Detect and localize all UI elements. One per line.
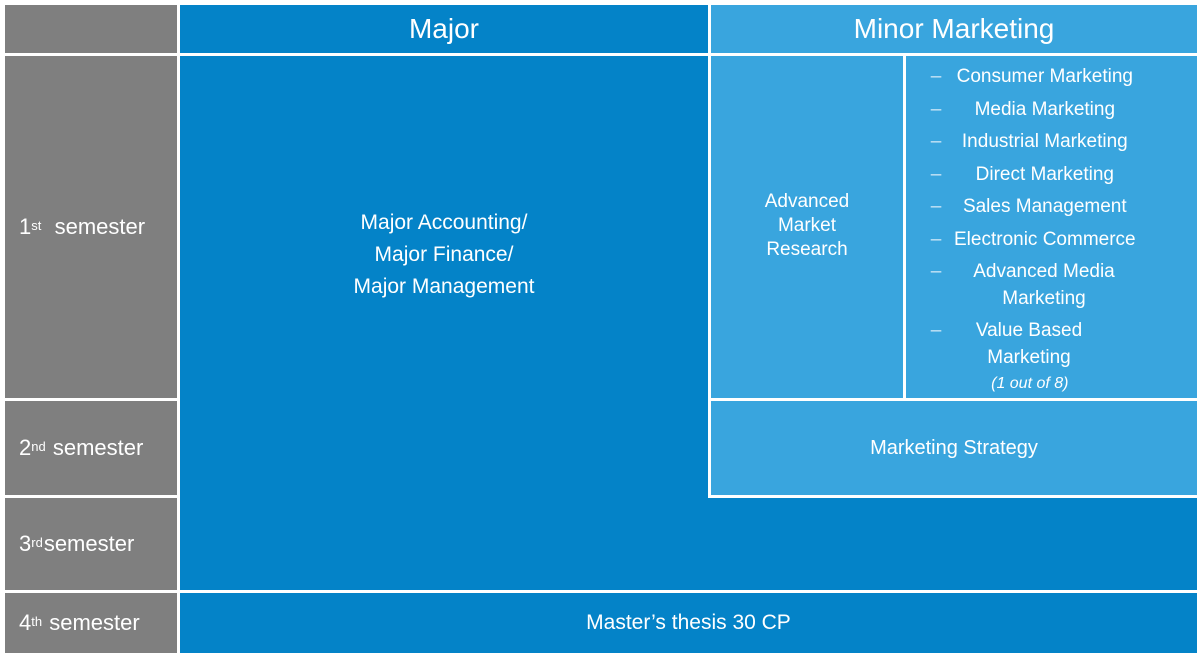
elective-label: Electronic Commerce bbox=[954, 228, 1136, 250]
amr-line: Market bbox=[777, 215, 837, 236]
dash-bullet: – bbox=[930, 131, 942, 152]
elective-item: –Consumer Marketing bbox=[914, 64, 1136, 91]
major-block-text: Major Accounting/ Major Finance/ Major M… bbox=[354, 207, 535, 303]
elective-items: –Consumer Marketing –Media Marketing –In… bbox=[914, 64, 1136, 371]
elective-label: Sales Management bbox=[962, 196, 1127, 217]
elective-list: –Consumer Marketing –Media Marketing –In… bbox=[906, 56, 1197, 398]
semester-1-suffix: st bbox=[31, 217, 42, 233]
advanced-market-research-text: Advanced Market Research bbox=[765, 190, 850, 262]
advanced-market-research: Advanced Market Research bbox=[711, 56, 903, 398]
elective-item: – Media Marketing bbox=[914, 97, 1136, 124]
elective-item: –Sales Management bbox=[914, 194, 1136, 221]
major-line: Major Management bbox=[353, 275, 535, 298]
elective-label: Media Marketing bbox=[974, 98, 1116, 120]
dash-bullet: – bbox=[930, 320, 942, 341]
semester-2-suffix: nd bbox=[31, 438, 46, 454]
elective-label: Industrial Marketing bbox=[961, 131, 1128, 152]
dash-bullet: – bbox=[930, 228, 942, 250]
elective-item: –Industrial Marketing bbox=[914, 129, 1136, 156]
dash-bullet: – bbox=[930, 66, 942, 87]
elective-note: (1 out of 8) bbox=[991, 375, 1069, 392]
semester-4-suffix: th bbox=[31, 613, 43, 629]
semester-3-word: semester bbox=[43, 531, 135, 556]
major-block: Major Accounting/ Major Finance/ Major M… bbox=[180, 56, 708, 590]
elective-item: – Direct Marketing bbox=[914, 162, 1136, 189]
major-line: Major Accounting/ bbox=[360, 211, 528, 234]
semester-2-word: semester bbox=[52, 435, 144, 460]
dash-bullet: – bbox=[930, 98, 942, 120]
major-line: Major Finance/ bbox=[374, 243, 514, 266]
elective-item: –Electronic Commerce bbox=[914, 227, 1136, 254]
major-header: Major bbox=[180, 5, 708, 53]
amr-line: Research bbox=[766, 239, 848, 260]
elective-label: Direct Marketing bbox=[975, 163, 1114, 185]
amr-line: Advanced bbox=[764, 191, 850, 212]
dash-bullet: – bbox=[930, 163, 942, 185]
dash-bullet: – bbox=[930, 261, 942, 282]
semester-3-suffix: rd bbox=[31, 534, 43, 550]
corner-cell bbox=[5, 5, 177, 53]
minor-header: Minor Marketing bbox=[711, 5, 1197, 53]
masters-thesis: Master’s thesis 30 CP bbox=[180, 593, 1197, 653]
major-block-extension bbox=[708, 498, 1197, 590]
semester-4-number: 4 bbox=[19, 610, 32, 635]
semester-4-word: semester bbox=[49, 610, 140, 635]
elective-item: – Value Based Marketing bbox=[914, 318, 1136, 371]
elective-label: Advanced Media Marketing bbox=[973, 261, 1115, 309]
elective-item: – Advanced Media Marketing bbox=[914, 259, 1136, 312]
semester-2-number: 2 bbox=[19, 435, 32, 460]
semester-1-number: 1 bbox=[19, 214, 32, 239]
marketing-strategy: Marketing Strategy bbox=[711, 401, 1197, 495]
dash-bullet: – bbox=[930, 196, 942, 217]
elective-label: Value Based Marketing bbox=[975, 320, 1083, 368]
semester-1-word: semester bbox=[54, 214, 146, 239]
elective-label: Consumer Marketing bbox=[956, 66, 1133, 87]
semester-3-number: 3 bbox=[19, 531, 32, 556]
